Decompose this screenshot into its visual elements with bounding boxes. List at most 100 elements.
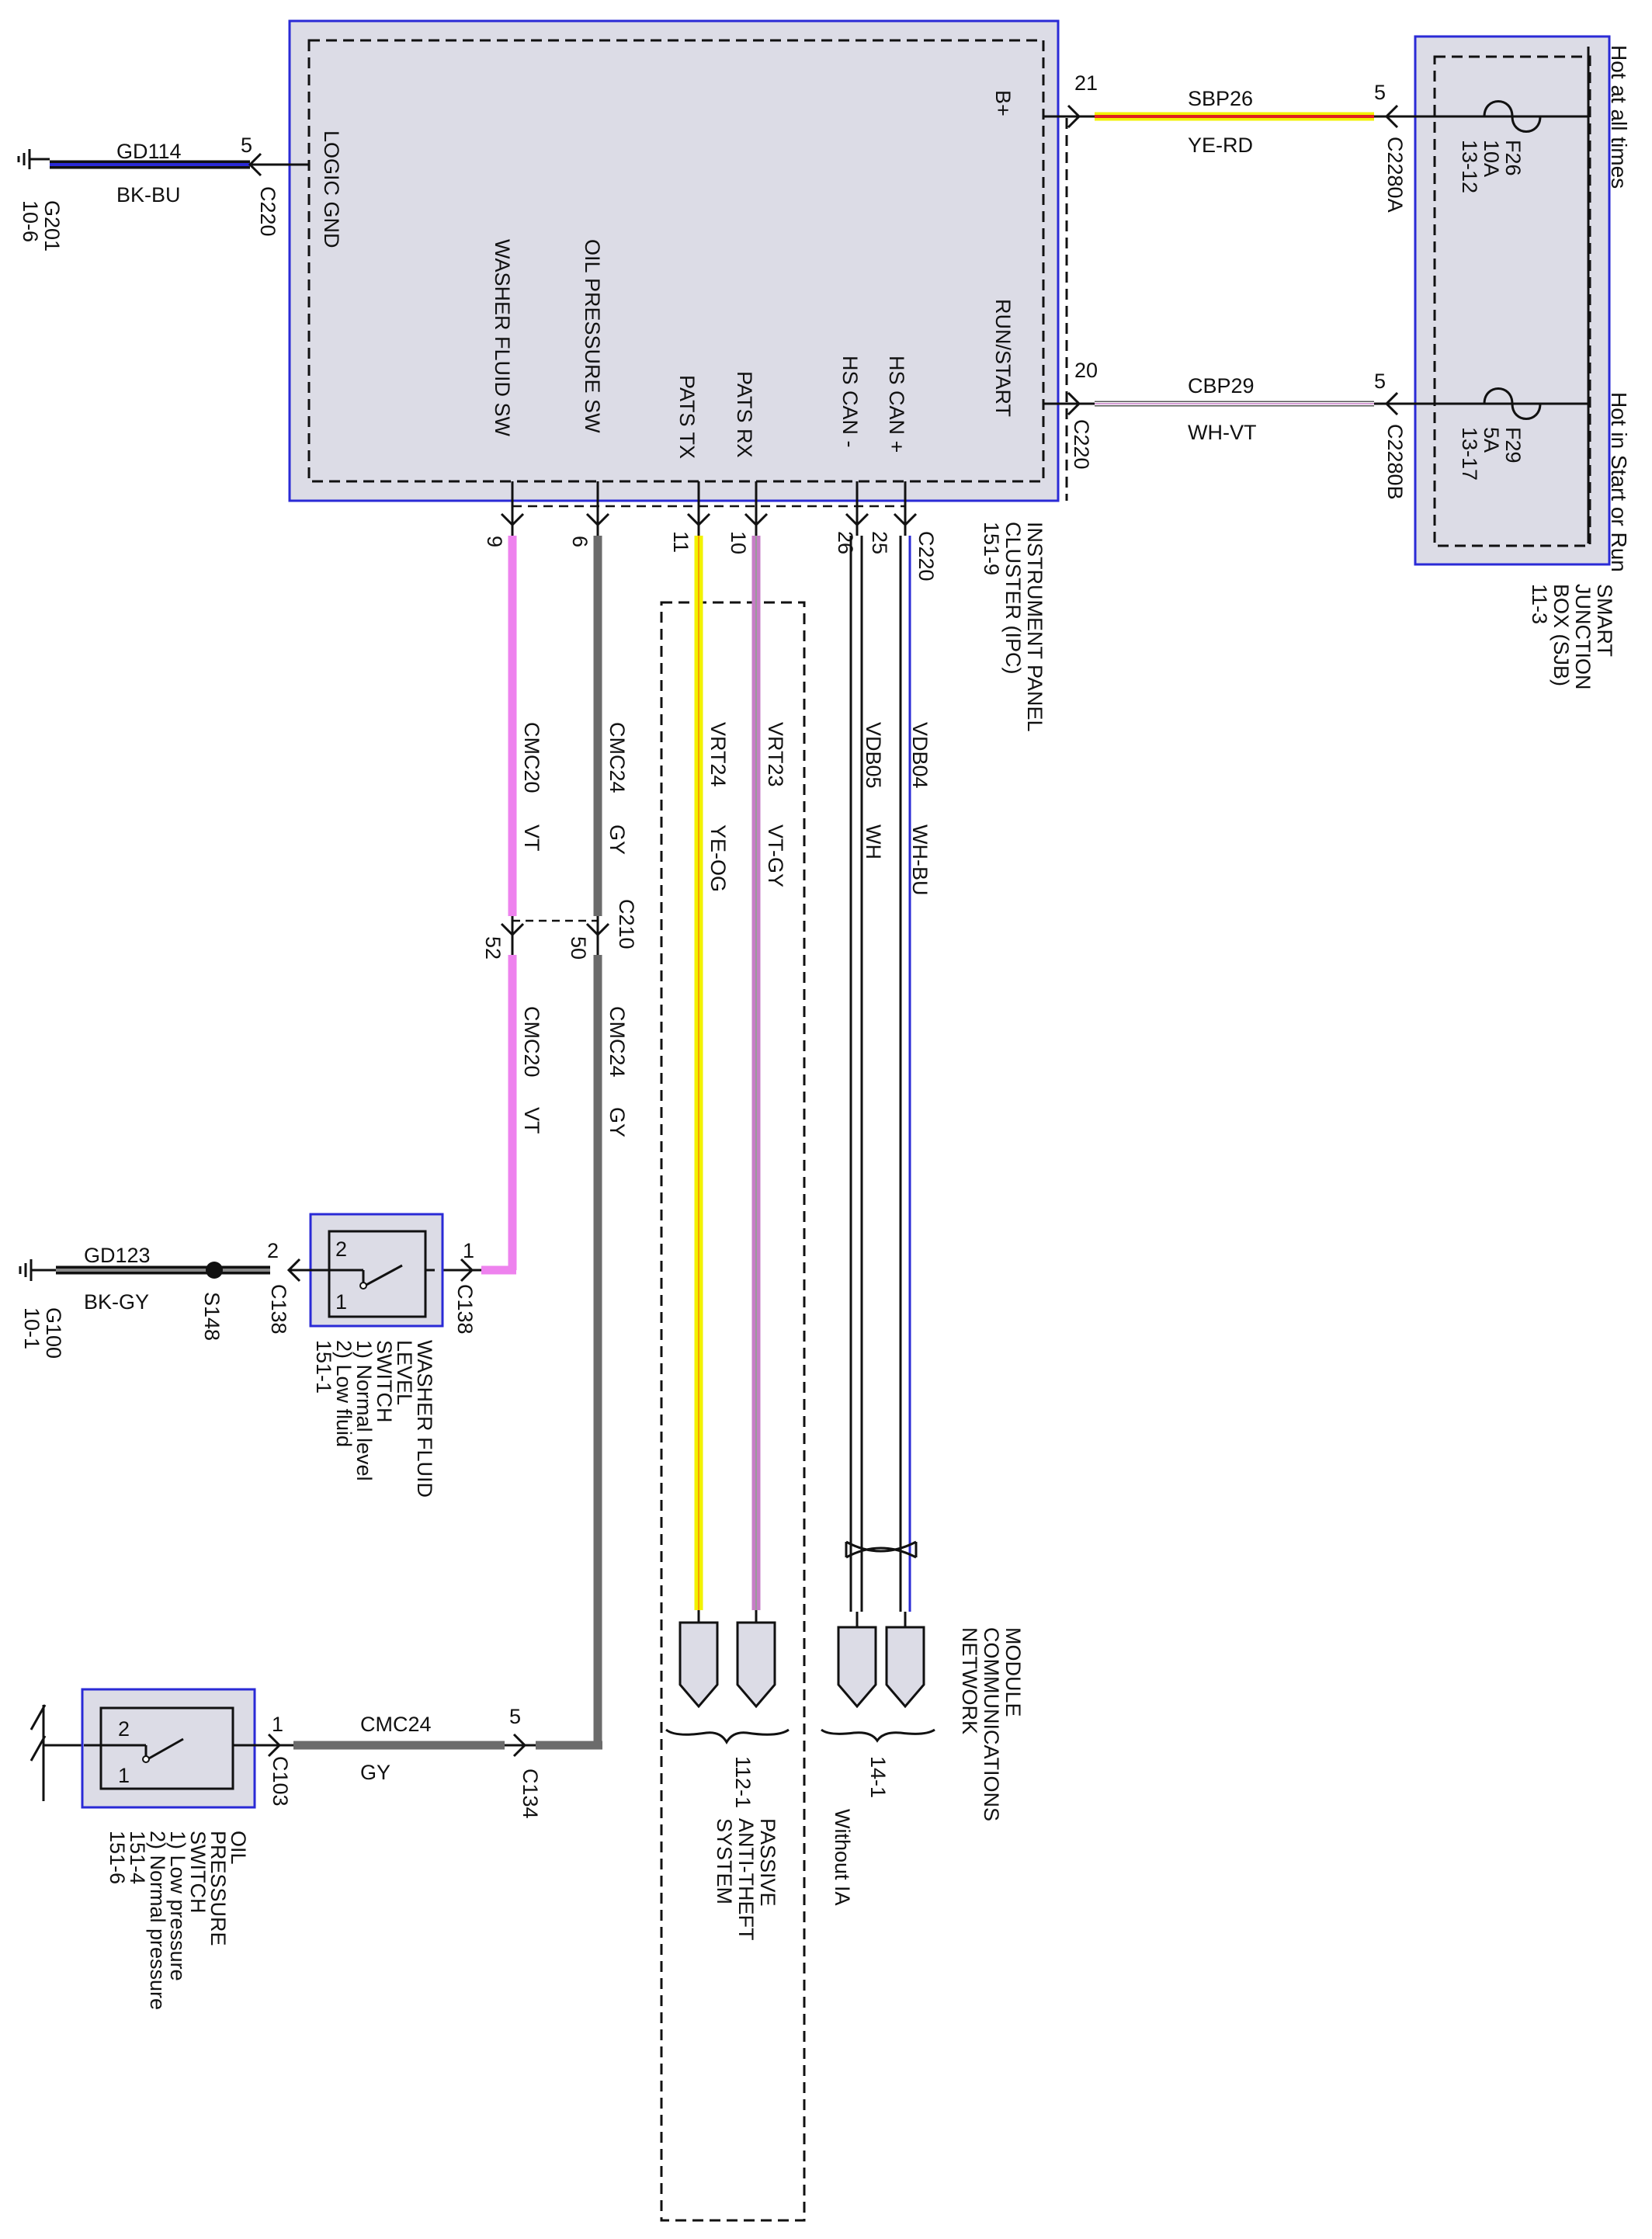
- gd114-connector: C220: [256, 186, 279, 237]
- ipc-name-line-2: CLUSTER (IPC): [1001, 522, 1025, 675]
- connector-c210: [500, 916, 610, 955]
- oil-switch-name-line-4: 1) Low pressure: [166, 1831, 189, 1981]
- fuse-f26-id: F26: [1501, 140, 1525, 176]
- sjb-name-line-2: JUNCTION: [1571, 584, 1595, 690]
- ground-g100-id: G100: [42, 1307, 65, 1359]
- cmc20-pin-c210: 52: [481, 936, 505, 960]
- ipc-name-line-1: INSTRUMENT PANEL: [1023, 522, 1046, 732]
- washer-fluid-switch: 2 1 1 2 C138 C138 WASHER FLUID LEVEL SWI…: [267, 1213, 477, 1498]
- ground-g201-ref: 10-6: [19, 200, 42, 242]
- pats-name-line-3: SYSTEM: [713, 1818, 736, 1904]
- circuit-sbp26: SBP26 YE-RD 21 5 C2280A: [1043, 71, 1435, 213]
- c134-connector-label: C134: [519, 1769, 542, 1819]
- ipc-pin-label-oil-pressure-sw: OIL PRESSURE SW: [581, 239, 604, 433]
- ipc-pin-label-run-start: RUN/START: [991, 299, 1015, 417]
- sjb-name-line-1: SMART: [1593, 584, 1616, 657]
- vrt23-circuit-name: VRT23: [764, 722, 787, 787]
- oil-pressure-switch: 2 1 OIL PRESSURE SWITCH 1) Low pressure …: [30, 1688, 256, 2010]
- pats-tx-terminal: [678, 1621, 719, 1709]
- cbp29-connector-ipc: C220: [1070, 419, 1093, 470]
- oil-switch-name-line-2: PRESSURE: [206, 1831, 230, 1946]
- sbp26-pin-sjb: 5: [1374, 81, 1386, 104]
- washer-switch-blade: [364, 1264, 403, 1287]
- connector-c2280a-symbol: [1384, 104, 1399, 129]
- washer-switch-name-line-1: WASHER FLUID: [413, 1340, 436, 1498]
- sbp26-wire-color: YE-RD: [1188, 134, 1253, 157]
- connector-c2280b-symbol: [1384, 391, 1399, 416]
- sbp26-pin-ipc: 21: [1074, 71, 1098, 95]
- sjb-module-box: [1414, 35, 1611, 566]
- cmc24-wire-color-lower: GY: [606, 1107, 629, 1137]
- cmc24-pin-ipc: 6: [568, 536, 592, 547]
- vrt24-wire-color: YE-OG: [706, 824, 730, 892]
- pats-circuits: VRT24 YE-OG VRT23 VT-GY 112-1 PASSIVE AN…: [660, 536, 854, 2222]
- circuit-gd123: GD123 BK-GY S148 G100 10-1: [19, 1244, 270, 1359]
- sbp26-connector-sjb: C2280A: [1383, 137, 1407, 213]
- oil-switch-pin: 1: [272, 1713, 283, 1736]
- connector-c103-symbol: [267, 1733, 282, 1758]
- fuse-f29-id: F29: [1501, 427, 1525, 463]
- oil-switch-name-line-7: 151-6: [106, 1831, 129, 1884]
- gd123-wire-color: BK-GY: [84, 1290, 149, 1314]
- connector-c220-cbp29-symbol: [1067, 391, 1081, 416]
- cmc20-circuit-name-lower: CMC20: [520, 1006, 543, 1078]
- cbp29-wire-color: WH-VT: [1188, 421, 1256, 444]
- network-name-line-2: COMMUNICATIONS: [980, 1627, 1003, 1821]
- fuse-f29-ref: 13-17: [1458, 427, 1481, 481]
- oil-switch-inner-box: [99, 1706, 234, 1790]
- fuse-f26-ref: 13-12: [1458, 140, 1481, 193]
- cmc24-circuit-name-lower: CMC24: [606, 1006, 629, 1078]
- washer-switch-contact: [359, 1282, 367, 1290]
- vrt23-wire-color: VT-GY: [764, 824, 787, 887]
- cmc24-pin-c134: 5: [509, 1705, 521, 1728]
- oil-switch-pos2: 2: [118, 1717, 130, 1741]
- gd114-circuit-name: GD114: [116, 140, 182, 163]
- fuse-f29-symbol: [1483, 387, 1542, 420]
- washer-switch-pos2: 2: [335, 1238, 347, 1261]
- circuit-cmc24: CMC24 GY CMC24 GY 50 C210 5 C134 CMC24 G…: [256, 536, 638, 1819]
- gd114-wire-color: BK-BU: [116, 183, 181, 207]
- network-ref: 14-1: [866, 1756, 890, 1798]
- washer-switch-name-line-4: 1) Normal level: [352, 1340, 376, 1481]
- cbp29-pin-ipc: 20: [1074, 359, 1098, 382]
- sjb-module: F26 10A 13-12 F29 5A 13-17 Hot at all ti…: [1393, 35, 1631, 690]
- c210-connector-label: C210: [615, 899, 638, 949]
- pats-rx-terminal: [736, 1621, 776, 1709]
- washer-switch-pin-out: 2: [267, 1239, 279, 1262]
- sjb-hot-at-all-times: Hot at all times: [1607, 45, 1631, 189]
- network-brace: [821, 1728, 935, 1743]
- cbp29-pin-sjb: 5: [1374, 370, 1386, 393]
- vrt24-circuit-name: VRT24: [706, 722, 730, 787]
- network-name-line-1: MODULE: [1001, 1627, 1025, 1717]
- sjb-hot-in-start-or-run: Hot in Start or Run: [1607, 392, 1631, 572]
- oil-switch-contact: [142, 1755, 150, 1763]
- network-name-line-3: NETWORK: [958, 1627, 981, 1734]
- ground-g201-id: G201: [40, 200, 64, 252]
- oil-switch-name-line-5: 2) Normal pressure: [146, 1831, 169, 2010]
- fuse-f29-rating: 5A: [1480, 427, 1503, 453]
- oil-switch-name-line-3: SWITCH: [186, 1831, 210, 1913]
- connector-c220-gnd-symbol: [248, 152, 262, 177]
- c210-pin50-symbol: [585, 922, 610, 937]
- washer-switch-name-line-2: LEVEL: [393, 1340, 416, 1405]
- cmc20-circuit-name-upper: CMC20: [520, 722, 543, 793]
- oil-switch-name-line-6: 151-4: [126, 1831, 149, 1884]
- cmc20-pin-ipc: 9: [483, 536, 506, 547]
- connector-c138-pin2-symbol: [286, 1258, 301, 1283]
- ipc-module: LOGIC GND B+ RUN/START WASHER FLUID SW O…: [288, 19, 1060, 732]
- circuit-gd114: GD114 BK-BU 5 C220 G201 10-6: [17, 134, 309, 252]
- pats-name-line-2: ANTI-THEFT: [734, 1818, 758, 1940]
- ground-g100-ref: 10-1: [20, 1307, 43, 1349]
- ipc-pin-label-logic-gnd: LOGIC GND: [320, 130, 343, 248]
- washer-switch-name-line-6: 151-1: [312, 1340, 335, 1394]
- sbp26-circuit-name: SBP26: [1188, 87, 1253, 110]
- ipc-module-box: [288, 19, 1060, 502]
- pats-dashed-region: [660, 601, 806, 2222]
- can-minus-terminal: [837, 1626, 877, 1709]
- c210-pin52-symbol: [500, 922, 525, 937]
- connector-c220-sbp26-symbol: [1067, 104, 1081, 129]
- can-plus-terminal: [885, 1626, 925, 1709]
- pats-ref: 112-1: [731, 1756, 755, 1808]
- ipc-bottom-connector-c220: 9 6 11 10 26 25 C220: [483, 481, 938, 581]
- vdb04-pin: 25: [868, 531, 891, 554]
